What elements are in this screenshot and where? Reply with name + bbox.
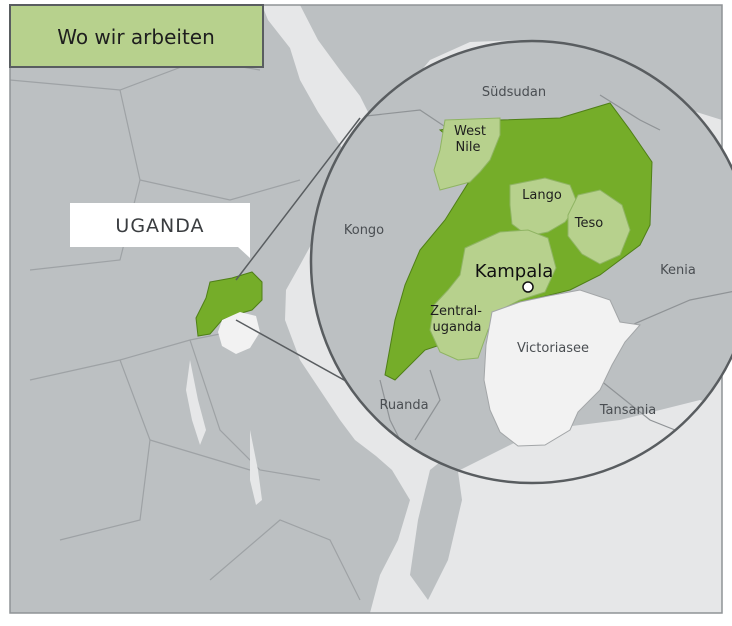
label-kampala: Kampala xyxy=(475,261,554,282)
label-lango: Lango xyxy=(522,188,562,203)
label-tansania: Tansania xyxy=(599,403,657,418)
callout-pointer-icon xyxy=(238,247,250,258)
label-victoriasee: Victoriasee xyxy=(517,341,589,356)
country-label: UGANDA xyxy=(115,215,204,237)
map-title: Wo wir arbeiten xyxy=(57,25,215,49)
lake-victoria xyxy=(483,289,641,447)
label-kongo: Kongo xyxy=(344,223,384,238)
region-west-nile xyxy=(433,117,501,191)
region-teso xyxy=(567,189,631,265)
country-callout: UGANDA xyxy=(70,203,250,258)
label-ruanda: Ruanda xyxy=(379,398,428,413)
title-box xyxy=(9,4,264,68)
zoom-connector-top xyxy=(235,117,361,281)
lake-victoria-small xyxy=(218,312,260,354)
capital-marker-icon xyxy=(522,281,534,293)
label-suedsudan: Südsudan xyxy=(482,85,546,100)
label-teso: Teso xyxy=(574,216,604,231)
land-arabia xyxy=(300,5,722,120)
label-kenia: Kenia xyxy=(660,263,696,278)
label-zentral-2: uganda xyxy=(433,320,482,335)
label-west-nile-2: Nile xyxy=(456,140,481,155)
region-lango xyxy=(509,177,579,237)
label-west-nile-1: West xyxy=(454,124,486,139)
land-madagascar xyxy=(410,450,462,600)
label-zentral-1: Zentral- xyxy=(430,304,482,319)
region-zentraluganda xyxy=(429,229,557,361)
